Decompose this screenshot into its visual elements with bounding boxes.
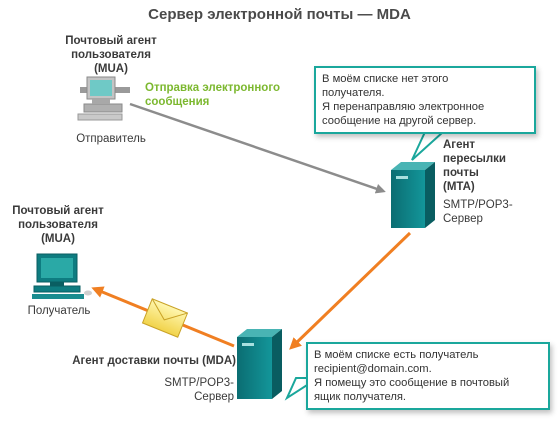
receiver-heading: Почтовый агент пользователя (MUA) — [12, 205, 104, 245]
mta-server-icon — [391, 162, 435, 228]
mta-heading: Агент пересылки почты (MTA) — [443, 139, 506, 193]
sender-caption: Отправитель — [76, 133, 146, 145]
mta-bubble-tail — [411, 131, 446, 161]
mta-subtitle: SMTP/POP3- Сервер — [443, 199, 513, 225]
mda-subtitle: SMTP/POP3- Сервер — [164, 377, 234, 403]
send-arrow — [129, 102, 386, 194]
mda-heading: Агент доставки почты (MDA) — [72, 355, 236, 367]
mta-speech-bubble: В моём списке нет этого получателя. Я пе… — [314, 66, 536, 134]
envelope-icon — [141, 298, 189, 338]
sender-computer-icon — [77, 76, 130, 121]
mda-server-icon — [237, 329, 282, 399]
receiver-computer-icon — [32, 253, 92, 299]
page-title: Сервер электронной почты — MDA — [148, 6, 411, 23]
send-label: Отправка электронного сообщения — [145, 82, 280, 108]
mda-speech-bubble: В моём списке есть получатель recipient@… — [306, 342, 550, 410]
sender-heading: Почтовый агент пользователя (MUA) — [65, 35, 157, 75]
forward-arrow — [289, 231, 412, 350]
receiver-caption: Получатель — [27, 305, 91, 317]
